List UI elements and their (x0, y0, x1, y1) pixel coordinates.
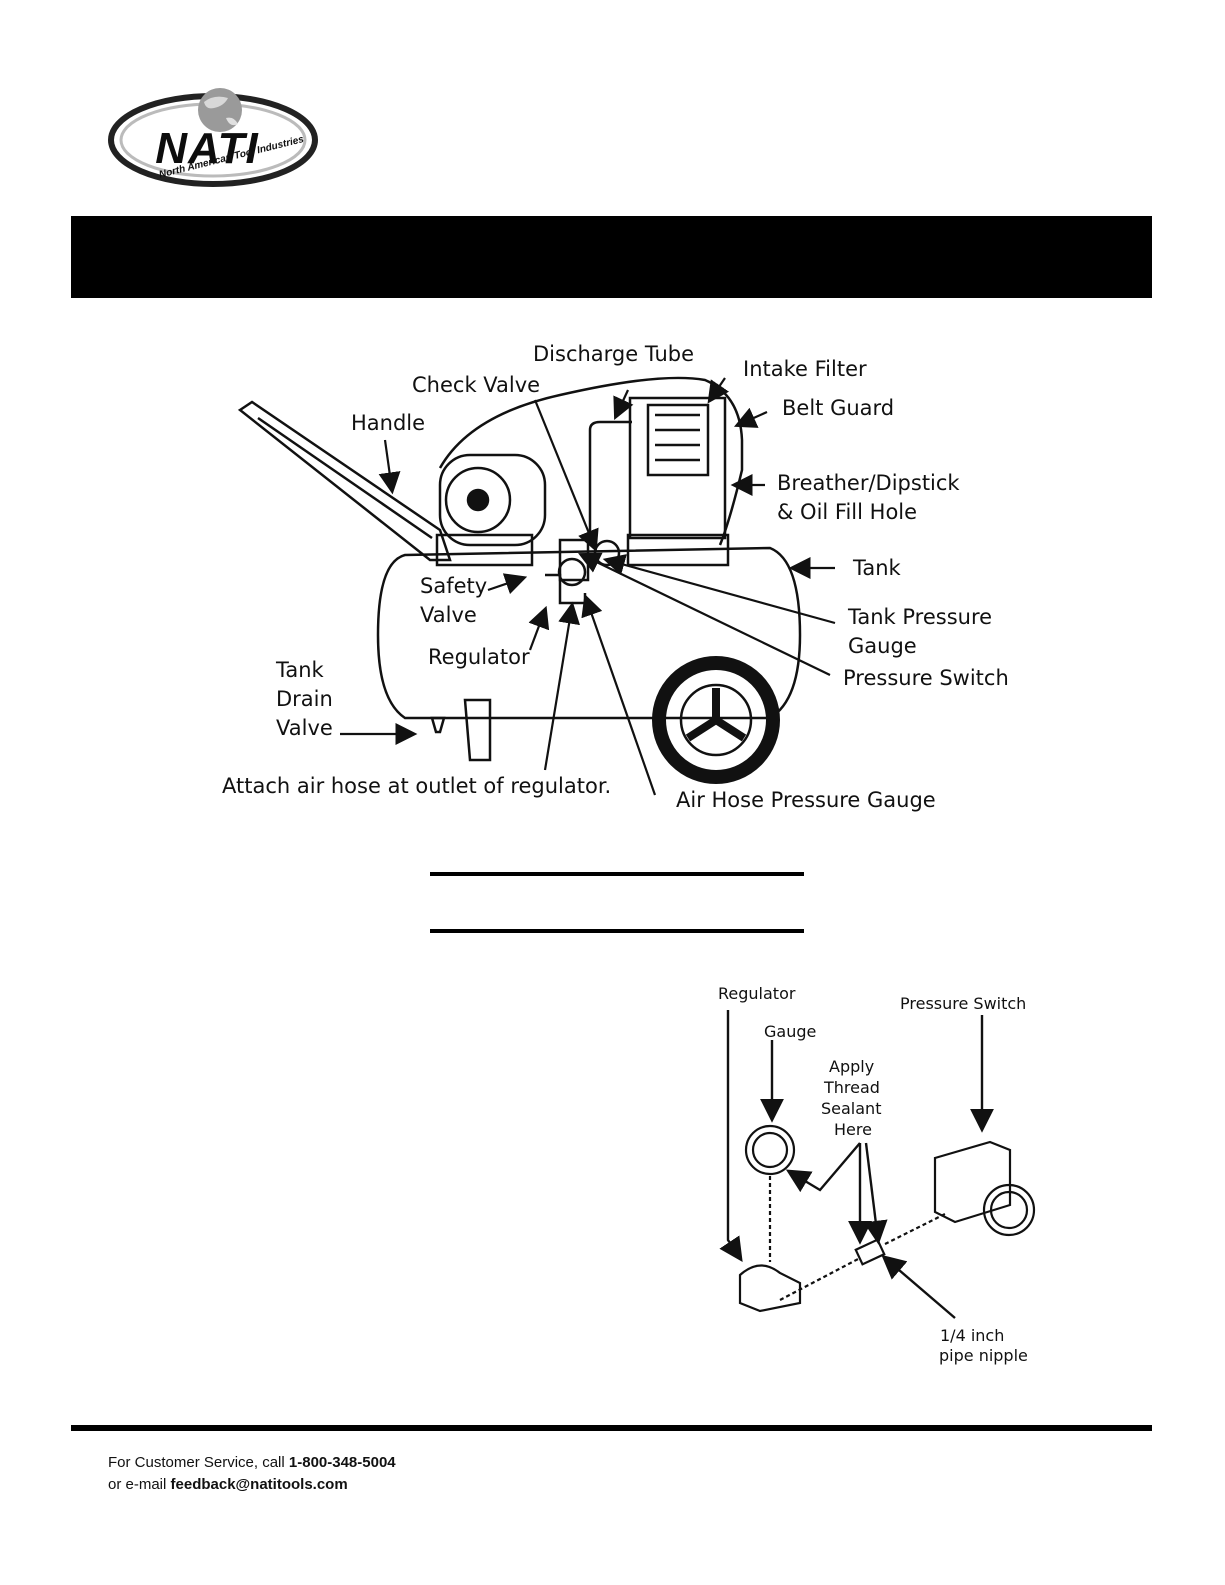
label-pipe-nipple-line2: pipe nipple (939, 1346, 1028, 1365)
footer-phone-prefix: For Customer Service, call (108, 1454, 289, 1471)
label-sealant-line3: Sealant (821, 1099, 882, 1118)
pump-shape (628, 396, 727, 540)
label-pressure-switch-small: Pressure Switch (900, 994, 1027, 1013)
label-safety-line2: Valve (420, 603, 477, 627)
label-tank-drain-line2: Drain (276, 687, 333, 711)
label-sealant-line1: Apply (829, 1057, 875, 1076)
label-pipe-nipple-line1: 1/4 inch (940, 1326, 1005, 1345)
label-sealant-line4: Here (834, 1120, 872, 1139)
label-gauge-small: Gauge (764, 1022, 817, 1041)
label-tank-pressure-line2: Gauge (848, 634, 917, 658)
pipe-nipple-shape (854, 1238, 886, 1266)
label-belt-guard: Belt Guard (782, 396, 895, 420)
label-air-hose-pressure-gauge: Air Hose Pressure Gauge (676, 788, 936, 812)
section-rule-top (430, 872, 804, 876)
label-sealant-line2: Thread (824, 1078, 880, 1097)
label-tank-drain-line1: Tank (276, 658, 324, 682)
label-tank-drain-line3: Valve (276, 716, 333, 740)
label-check-valve: Check Valve (412, 373, 541, 397)
label-tank: Tank (853, 556, 901, 580)
label-tank-pressure-line1: Tank Pressure (848, 605, 993, 629)
label-discharge-tube: Discharge Tube (533, 342, 695, 366)
label-breather-line2: & Oil Fill Hole (777, 500, 918, 524)
wheel-shape (652, 656, 780, 784)
logo-wordmark: NATI (155, 124, 259, 173)
label-regulator: Regulator (428, 645, 530, 669)
leg-shape (463, 698, 492, 762)
label-handle: Handle (351, 411, 426, 435)
section-rule-bottom (430, 929, 804, 933)
footer-rule (71, 1425, 1152, 1431)
motor-shape (438, 453, 547, 547)
small-regulator-shape (738, 1264, 802, 1313)
footer-phone-link[interactable]: 1-800-348-5004 (288, 1454, 396, 1471)
small-gauge-shape (744, 1124, 796, 1176)
footer-email-prefix: or e-mail (108, 1476, 171, 1493)
label-attach-air-hose: Attach air hose at outlet of regulator. (222, 774, 612, 798)
label-safety-line1: Safety (420, 574, 488, 598)
label-intake-filter: Intake Filter (743, 357, 867, 381)
label-breather-line1: Breather/Dipstick (777, 471, 960, 495)
label-regulator-small: Regulator (718, 984, 796, 1003)
handle-shape (237, 400, 452, 562)
footer-email-link[interactable]: feedback@natitools.com (170, 1476, 348, 1493)
title-banner (71, 216, 1152, 298)
discharge-tube-shape (588, 420, 632, 545)
nati-logo (108, 88, 318, 187)
label-pressure-switch: Pressure Switch (843, 666, 1009, 690)
small-pressure-switch-shape (933, 1140, 1012, 1224)
footer-line-email: or e-mail feedback@natitools.com (108, 1474, 348, 1496)
footer-line-phone: For Customer Service, call 1-800-348-500… (108, 1452, 396, 1474)
